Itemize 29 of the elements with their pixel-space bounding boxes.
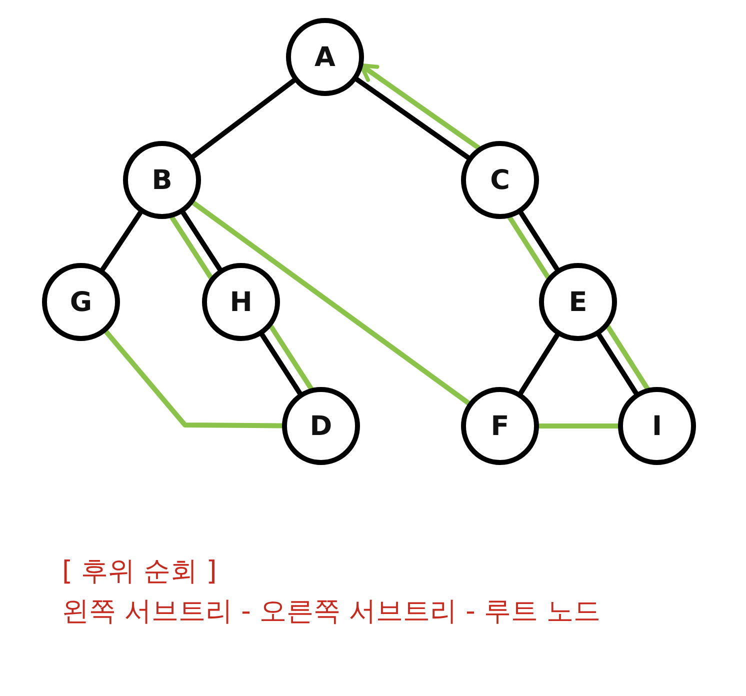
tree-node-circle: [461, 141, 539, 219]
node-label: H: [230, 288, 252, 316]
tree-edge: [518, 210, 560, 272]
tree-edge: [596, 332, 639, 396]
tree-edge: [180, 210, 222, 272]
tree-edge: [518, 332, 560, 396]
tree-edge: [190, 78, 296, 159]
tree-edge: [260, 332, 302, 396]
node-label: G: [70, 288, 92, 316]
tree-node-circle: [282, 387, 360, 465]
traversal-title: [ 후위 순회 ]: [62, 555, 217, 589]
node-label: A: [314, 44, 336, 70]
tree-edge: [354, 76, 471, 160]
node-label: F: [490, 412, 510, 440]
traversal-arrow: [359, 63, 481, 150]
tree-node-circle: [539, 263, 617, 341]
node-label: I: [652, 412, 662, 440]
tree-node-circle: [461, 387, 539, 465]
node-label: C: [490, 166, 510, 194]
node-label: E: [568, 288, 588, 316]
tree-node-circle: [618, 387, 696, 465]
tree-node-circle: [42, 263, 120, 341]
tree-node-circle: [286, 18, 364, 96]
tree-edge: [100, 210, 143, 272]
tree-node-circle: [202, 263, 280, 341]
node-label: B: [152, 166, 172, 194]
tree-node-circle: [123, 141, 201, 219]
traversal-order-text: 왼쪽 서브트리 - 오른쪽 서브트리 - 루트 노드: [62, 595, 601, 629]
node-label: D: [310, 412, 332, 440]
